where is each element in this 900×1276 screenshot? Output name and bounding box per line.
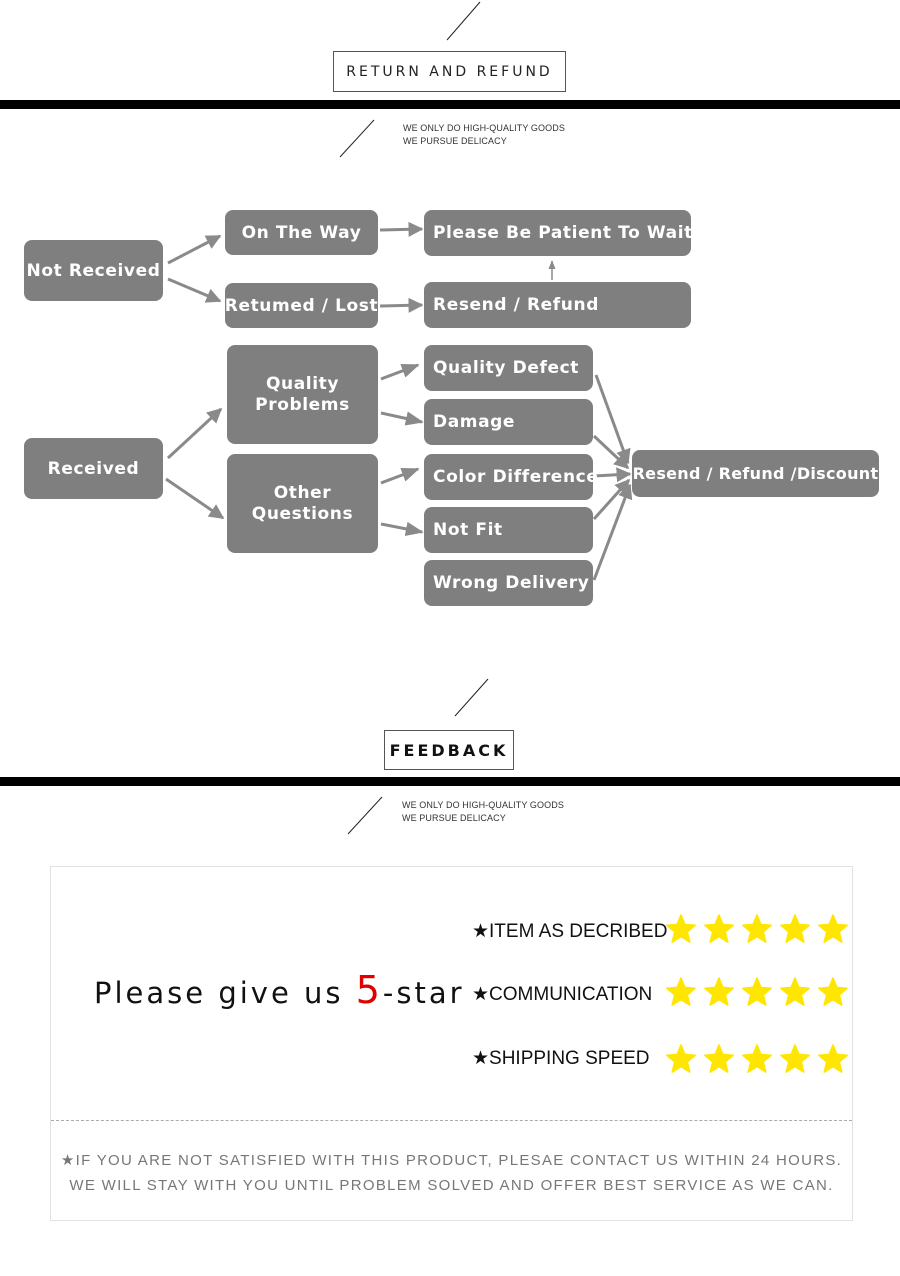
arrow-notreceived-lost [167, 277, 222, 303]
tagline-line-2: WE PURSUE DELICACY [403, 136, 507, 146]
node-received: Received [24, 438, 163, 499]
node-returned-lost: Retumed / Lost [225, 283, 378, 328]
rating-stars-communication [665, 976, 849, 1008]
star-icon [818, 977, 848, 1006]
five-number: 5 [355, 968, 383, 1012]
star-icon [666, 1044, 696, 1073]
return-tagline: WE ONLY DO HIGH-QUALITY GOODS WE PURSUE … [403, 122, 565, 148]
arrow-received-other [165, 477, 225, 520]
feedback-title-box: FEEDBACK [384, 730, 514, 770]
feedback-card: Please give us 5-star ★ITEM AS DECRIBED … [50, 866, 853, 1221]
rating-label-communication: ★COMMUNICATION [472, 984, 653, 1005]
rating-label-item: ★ITEM AS DECRIBED [472, 921, 668, 942]
star-icon [780, 914, 810, 943]
satisfaction-note-1: ★IF YOU ARE NOT SATISFIED WITH THIS PROD… [60, 1152, 843, 1169]
node-other-questions: Other Questions [227, 454, 378, 553]
feedback-title: FEEDBACK [389, 740, 509, 760]
star-icon [666, 977, 696, 1006]
arrow-color-discount [593, 467, 632, 483]
arrow-defect-discount [594, 374, 631, 465]
node-wrong-delivery: Wrong Delivery [424, 560, 593, 606]
star-icon [742, 914, 772, 943]
arrow-quality-damage [380, 411, 424, 426]
star-icon [780, 977, 810, 1006]
node-resend-refund-discount: Resend / Refund /Discount [632, 450, 879, 497]
section-divider [0, 777, 900, 786]
star-icon [704, 1044, 734, 1073]
arrow-received-quality [166, 407, 223, 460]
dashed-divider [51, 1120, 852, 1121]
return-refund-title-box: RETURN AND REFUND [333, 51, 566, 92]
star-icon [818, 914, 848, 943]
rating-stars-shipping [665, 1043, 849, 1075]
star-icon [704, 914, 734, 943]
arrow-other-color [380, 467, 420, 485]
star-icon [704, 977, 734, 1006]
arrow-wrong-discount [592, 483, 633, 581]
arrow-quality-defect [380, 363, 420, 381]
arrow-ontheway-wait [379, 221, 424, 237]
node-quality-problems: Quality Problems [227, 345, 378, 444]
tagline-line-2: WE PURSUE DELICACY [402, 813, 506, 823]
node-patient-wait: Please Be Patient To Wait [424, 210, 692, 256]
arrow-damage-discount [592, 434, 630, 470]
star-icon [742, 977, 772, 1006]
tagline-line-1: WE ONLY DO HIGH-QUALITY GOODS [403, 123, 565, 133]
return-refund-title: RETURN AND REFUND [346, 63, 553, 80]
node-not-received: Not Received [24, 240, 163, 301]
node-on-the-way: On The Way [225, 210, 378, 255]
five-star-prompt: Please give us 5-star [94, 968, 465, 1012]
star-icon [742, 1044, 772, 1073]
star-icon [780, 1044, 810, 1073]
rating-stars-item [665, 913, 849, 945]
arrow-other-notfit [380, 521, 424, 536]
star-icon [818, 1044, 848, 1073]
arrow-notreceived-ontheway [167, 234, 222, 265]
tagline-line-1: WE ONLY DO HIGH-QUALITY GOODS [402, 800, 564, 810]
flowchart-arrows [165, 221, 633, 581]
rating-label-shipping: ★SHIPPING SPEED [472, 1048, 650, 1069]
section-divider [0, 100, 900, 109]
node-resend-refund: Resend / Refund [424, 282, 691, 328]
arrow-lost-resend [379, 297, 424, 313]
node-quality-defect: Quality Defect [424, 345, 593, 391]
feedback-tagline: WE ONLY DO HIGH-QUALITY GOODS WE PURSUE … [402, 799, 564, 825]
node-color-difference: Color Difference [424, 454, 598, 500]
satisfaction-note-2: WE WILL STAY WITH YOU UNTIL PROBLEM SOLV… [69, 1177, 834, 1194]
star-icon [666, 914, 696, 943]
node-damage: Damage [424, 399, 593, 445]
node-not-fit: Not Fit [424, 507, 593, 553]
